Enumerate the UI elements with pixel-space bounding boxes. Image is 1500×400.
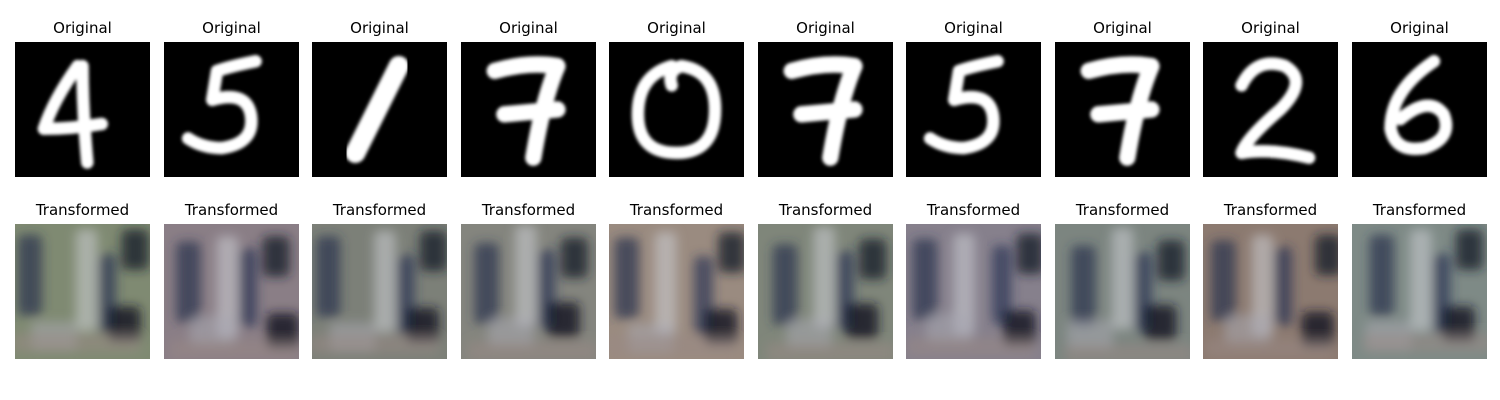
original-title: Original [350, 19, 409, 37]
blurry-texture [1352, 224, 1487, 359]
transformed-title: Transformed [629, 201, 724, 219]
digit-7-handwritten [1080, 56, 1160, 166]
transformed-image [1352, 224, 1487, 359]
transformed-image [312, 224, 447, 359]
transformed-image [609, 224, 744, 359]
original-digit-image [1203, 42, 1338, 177]
original-digit-image [15, 42, 150, 177]
digit-2-handwritten [1235, 57, 1316, 164]
original-title: Original [202, 19, 261, 37]
original-digit-image [461, 42, 596, 177]
blurry-texture [758, 224, 893, 359]
original-title: Original [499, 19, 558, 37]
transformed-title: Transformed [778, 201, 873, 219]
transformed-image [15, 224, 150, 359]
transformed-title: Transformed [184, 201, 279, 219]
original-digit-image [312, 42, 447, 177]
original-digit-image [906, 42, 1041, 177]
blurry-texture [1055, 224, 1190, 359]
digit-5-handwritten [181, 55, 262, 155]
digit-7-handwritten [486, 56, 566, 166]
digit-1-handwritten [345, 55, 409, 164]
original-title: Original [647, 19, 706, 37]
original-digit-image [758, 42, 893, 177]
original-title: Original [1241, 19, 1300, 37]
original-title: Original [53, 19, 112, 37]
original-title: Original [796, 19, 855, 37]
blurry-texture [461, 224, 596, 359]
original-title: Original [1093, 19, 1152, 37]
transformed-title: Transformed [1075, 201, 1170, 219]
digit-0-handwritten [631, 59, 722, 160]
blurry-texture [1203, 224, 1338, 359]
transformed-image [906, 224, 1041, 359]
original-digit-image [1055, 42, 1190, 177]
transformed-title: Transformed [481, 201, 576, 219]
transformed-image [164, 224, 299, 359]
blurry-texture [906, 224, 1041, 359]
original-digit-image [609, 42, 744, 177]
transformed-title: Transformed [926, 201, 1021, 219]
transformed-title: Transformed [332, 201, 427, 219]
transformed-title: Transformed [35, 201, 130, 219]
transformed-title: Transformed [1223, 201, 1318, 219]
transformed-title: Transformed [1372, 201, 1467, 219]
transformed-image [1055, 224, 1190, 359]
original-digit-image [164, 42, 299, 177]
blurry-texture [15, 224, 150, 359]
digit-5-handwritten [923, 55, 1004, 155]
blurry-texture [312, 224, 447, 359]
blurry-texture [609, 224, 744, 359]
original-title: Original [1390, 19, 1449, 37]
transformed-image [461, 224, 596, 359]
original-title: Original [944, 19, 1003, 37]
digit-7-handwritten [783, 56, 863, 166]
original-digit-image [1352, 42, 1487, 177]
transformed-image [1203, 224, 1338, 359]
digit-4-handwritten [37, 59, 109, 169]
digit-6-handwritten [1384, 55, 1453, 156]
blurry-texture [164, 224, 299, 359]
transformed-image [758, 224, 893, 359]
